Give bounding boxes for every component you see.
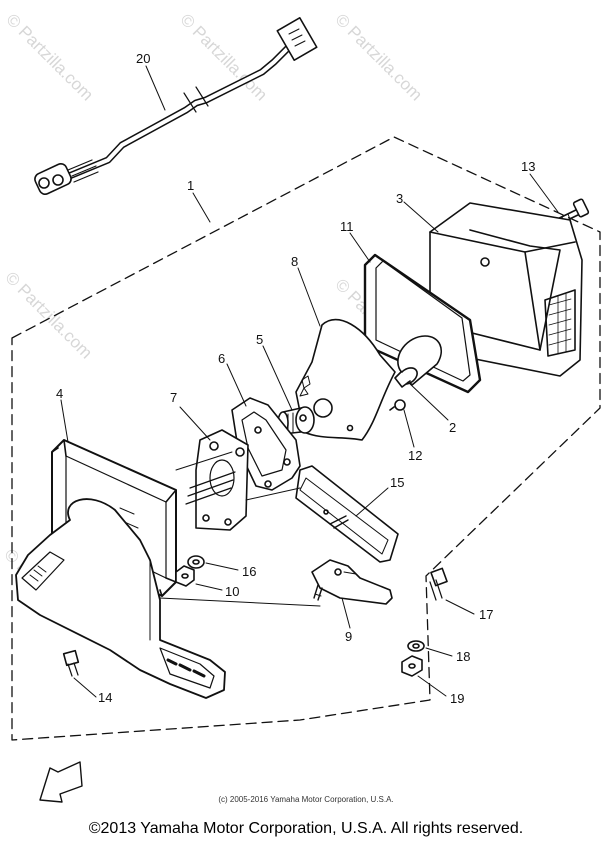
leader-7 <box>179 406 211 441</box>
callout-20: 20 <box>136 51 151 66</box>
leader-6 <box>226 363 247 407</box>
leader-5 <box>262 345 293 411</box>
wire-harness <box>34 16 318 195</box>
leader-1 <box>192 192 211 223</box>
callout-16: 16 <box>242 564 257 579</box>
fitting-12 <box>389 399 406 411</box>
callout-17: 17 <box>479 607 494 622</box>
bulb-2 <box>394 335 442 388</box>
washer-18 <box>407 640 425 652</box>
leader-8 <box>297 267 321 327</box>
socket-wires <box>185 471 236 505</box>
callout-15: 15 <box>390 475 405 490</box>
diagram-copyright: (c) 2005-2016 Yamaha Motor Corporation, … <box>218 795 394 804</box>
callout-14: 14 <box>98 690 113 705</box>
leader-19 <box>417 675 447 697</box>
callout-19: 19 <box>450 691 465 706</box>
leader-14 <box>73 677 97 698</box>
assembly-boundary <box>11 136 601 741</box>
callout-10: 10 <box>225 584 240 599</box>
leader-13 <box>529 173 559 213</box>
reflector-15 <box>295 465 399 563</box>
callout-11: 11 <box>340 219 354 234</box>
leader-9 <box>341 597 351 629</box>
callout-2: 2 <box>449 420 457 435</box>
leader-11 <box>349 232 371 263</box>
leader-20 <box>145 65 166 111</box>
bolt-17 <box>429 567 448 601</box>
leader-10 <box>195 583 223 591</box>
callout-6: 6 <box>218 351 226 366</box>
bolt-14 <box>62 649 80 677</box>
fwd-arrow-icon <box>39 761 83 803</box>
alignment-lines <box>159 451 321 607</box>
nut-19 <box>401 655 423 677</box>
leader-12 <box>403 409 415 448</box>
callout-12: 12 <box>408 448 423 463</box>
leader-3 <box>403 201 439 233</box>
callout-4: 4 <box>56 386 64 401</box>
cover-plate-8 <box>295 318 396 441</box>
leader-2 <box>407 381 449 421</box>
license-bracket <box>15 498 226 699</box>
leader-17 <box>445 599 475 615</box>
callout-3: 3 <box>396 191 404 206</box>
leader-18 <box>425 647 453 657</box>
callout-1: 1 <box>187 178 195 193</box>
callout-13: 13 <box>521 159 536 174</box>
leader-4 <box>60 399 69 443</box>
callout-9: 9 <box>345 629 353 644</box>
stay-9 <box>311 559 393 605</box>
nut-10 <box>175 565 195 587</box>
footer-copyright: ©2013 Yamaha Motor Corporation, U.S.A. A… <box>88 820 524 837</box>
callout-8: 8 <box>291 254 299 269</box>
callout-7: 7 <box>170 390 178 405</box>
callout-18: 18 <box>456 649 471 664</box>
leader-16 <box>205 562 239 571</box>
leader-15 <box>355 487 389 517</box>
holder-plate-7 <box>195 429 249 531</box>
washer-16 <box>187 555 205 569</box>
callout-5: 5 <box>256 332 264 347</box>
